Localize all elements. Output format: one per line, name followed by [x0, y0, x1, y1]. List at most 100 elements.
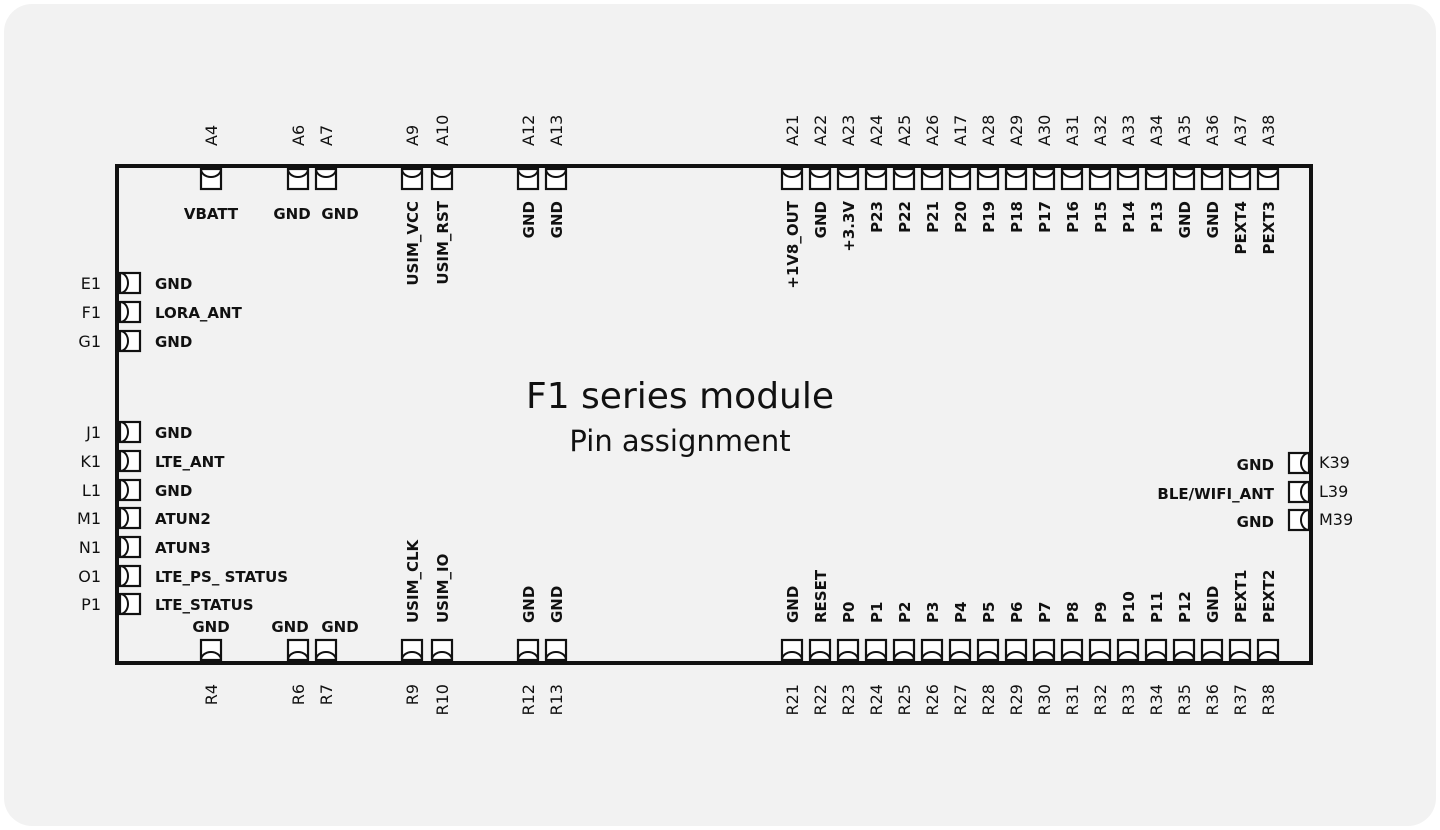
pin-label-R22: RESET [812, 569, 830, 623]
pin-label-M1: ATUN2 [155, 510, 211, 528]
pin-label-M39: GND [1237, 513, 1274, 531]
pin-pad-R22 [808, 638, 832, 662]
pin-pad-R24 [864, 638, 888, 662]
pin-label-R34: P11 [1148, 591, 1166, 623]
pin-id-R26: R26 [923, 684, 942, 715]
pin-label-R38: PEXT2 [1260, 570, 1278, 623]
module-subtitle: Pin assignment [569, 424, 790, 458]
pin-label-A9: USIM_VCC [404, 201, 422, 286]
pin-label-R9: USIM_CLK [404, 538, 422, 623]
pin-id-R6: R6 [289, 684, 308, 705]
pin-label-R4: GND [192, 618, 229, 636]
pin-label-R29: P6 [1008, 602, 1026, 623]
pin-pad-A7 [314, 167, 338, 191]
pin-pad-E1 [118, 271, 142, 295]
pin-id-A17: A17 [951, 115, 970, 146]
pin-id-R10: R10 [433, 684, 452, 715]
pin-id-R7: R7 [317, 684, 336, 705]
pin-pad-R29 [1004, 638, 1028, 662]
pin-label-A10: USIM_RST [434, 200, 452, 284]
pin-label-R6: GND [271, 618, 308, 636]
pin-label-A35: GND [1176, 201, 1194, 238]
pin-pad-P1 [118, 592, 142, 616]
pin-pad-A29 [1004, 167, 1028, 191]
pin-pad-A38 [1256, 167, 1280, 191]
pin-label-K1: LTE_ANT [155, 453, 225, 471]
pin-label-A31: P16 [1064, 201, 1082, 233]
pin-id-R34: R34 [1147, 684, 1166, 715]
pin-id-R37: R37 [1231, 684, 1250, 715]
pin-id-A21: A21 [783, 115, 802, 146]
pin-pad-R34 [1144, 638, 1168, 662]
pin-pad-A9 [400, 167, 424, 191]
pin-label-N1: ATUN3 [155, 539, 211, 557]
pin-label-L39: BLE/WIFI_ANT [1157, 485, 1274, 503]
pin-label-R25: P2 [896, 602, 914, 623]
pin-label-A34: P13 [1148, 201, 1166, 233]
pin-pad-R26 [920, 638, 944, 662]
pin-id-A29: A29 [1007, 115, 1026, 146]
pin-id-R9: R9 [403, 684, 422, 705]
pin-id-R25: R25 [895, 684, 914, 715]
pin-pad-M39 [1287, 508, 1311, 532]
pin-label-G1: GND [155, 333, 192, 351]
pin-pad-R6 [286, 638, 310, 662]
pin-pad-R21 [780, 638, 804, 662]
pin-pad-A6 [286, 167, 310, 191]
pin-id-A36: A36 [1203, 115, 1222, 146]
pin-id-R35: R35 [1175, 684, 1194, 715]
pin-pad-R23 [836, 638, 860, 662]
pin-label-R32: P9 [1092, 602, 1110, 623]
pin-pad-R13 [544, 638, 568, 662]
pin-id-R32: R32 [1091, 684, 1110, 715]
pin-id-R13: R13 [547, 684, 566, 715]
pin-label-R10: USIM_IO [434, 554, 452, 623]
pin-id-R21: R21 [783, 684, 802, 715]
pin-label-A21: +1V8_OUT [784, 200, 802, 288]
pin-pad-K1 [118, 449, 142, 473]
pin-pad-A34 [1144, 167, 1168, 191]
pin-pad-K39 [1287, 451, 1311, 475]
pin-pad-A26 [920, 167, 944, 191]
pin-label-A24: P23 [868, 201, 886, 233]
pin-label-R26: P3 [924, 602, 942, 623]
pin-id-M1: M1 [77, 509, 101, 528]
pin-id-A38: A38 [1259, 115, 1278, 146]
pin-label-A12: GND [520, 201, 538, 238]
pin-pad-L1 [118, 478, 142, 502]
pin-id-R31: R31 [1063, 684, 1082, 715]
pin-id-R12: R12 [519, 684, 538, 715]
pin-id-R24: R24 [867, 684, 886, 715]
pin-id-A23: A23 [839, 115, 858, 146]
pin-id-A25: A25 [895, 115, 914, 146]
pin-label-J1: GND [155, 424, 192, 442]
pin-label-R23: P0 [840, 602, 858, 623]
pin-label-A4: VBATT [184, 205, 239, 223]
pin-label-L1: GND [155, 482, 192, 500]
pin-id-R28: R28 [979, 684, 998, 715]
pin-pad-R25 [892, 638, 916, 662]
pin-pad-A17 [948, 167, 972, 191]
pin-label-R27: P4 [952, 602, 970, 623]
pin-label-R36: GND [1204, 586, 1222, 623]
pin-pad-R32 [1088, 638, 1112, 662]
pin-id-A32: A32 [1091, 115, 1110, 146]
pin-pad-R9 [400, 638, 424, 662]
pin-pad-A10 [430, 167, 454, 191]
pin-pad-N1 [118, 535, 142, 559]
pin-pad-O1 [118, 564, 142, 588]
pin-label-A23: +3.3V [840, 201, 858, 252]
pin-label-A17: P20 [952, 201, 970, 233]
pin-pad-R38 [1256, 638, 1280, 662]
pin-label-R35: P12 [1176, 591, 1194, 623]
pin-pad-A25 [892, 167, 916, 191]
pin-id-R22: R22 [811, 684, 830, 715]
pin-pad-A33 [1116, 167, 1140, 191]
pin-pad-R10 [430, 638, 454, 662]
pin-label-R24: P1 [868, 602, 886, 623]
pin-label-A30: P17 [1036, 201, 1054, 233]
pin-id-F1: F1 [82, 303, 101, 322]
pin-label-A33: P14 [1120, 201, 1138, 233]
pin-pad-R7 [314, 638, 338, 662]
